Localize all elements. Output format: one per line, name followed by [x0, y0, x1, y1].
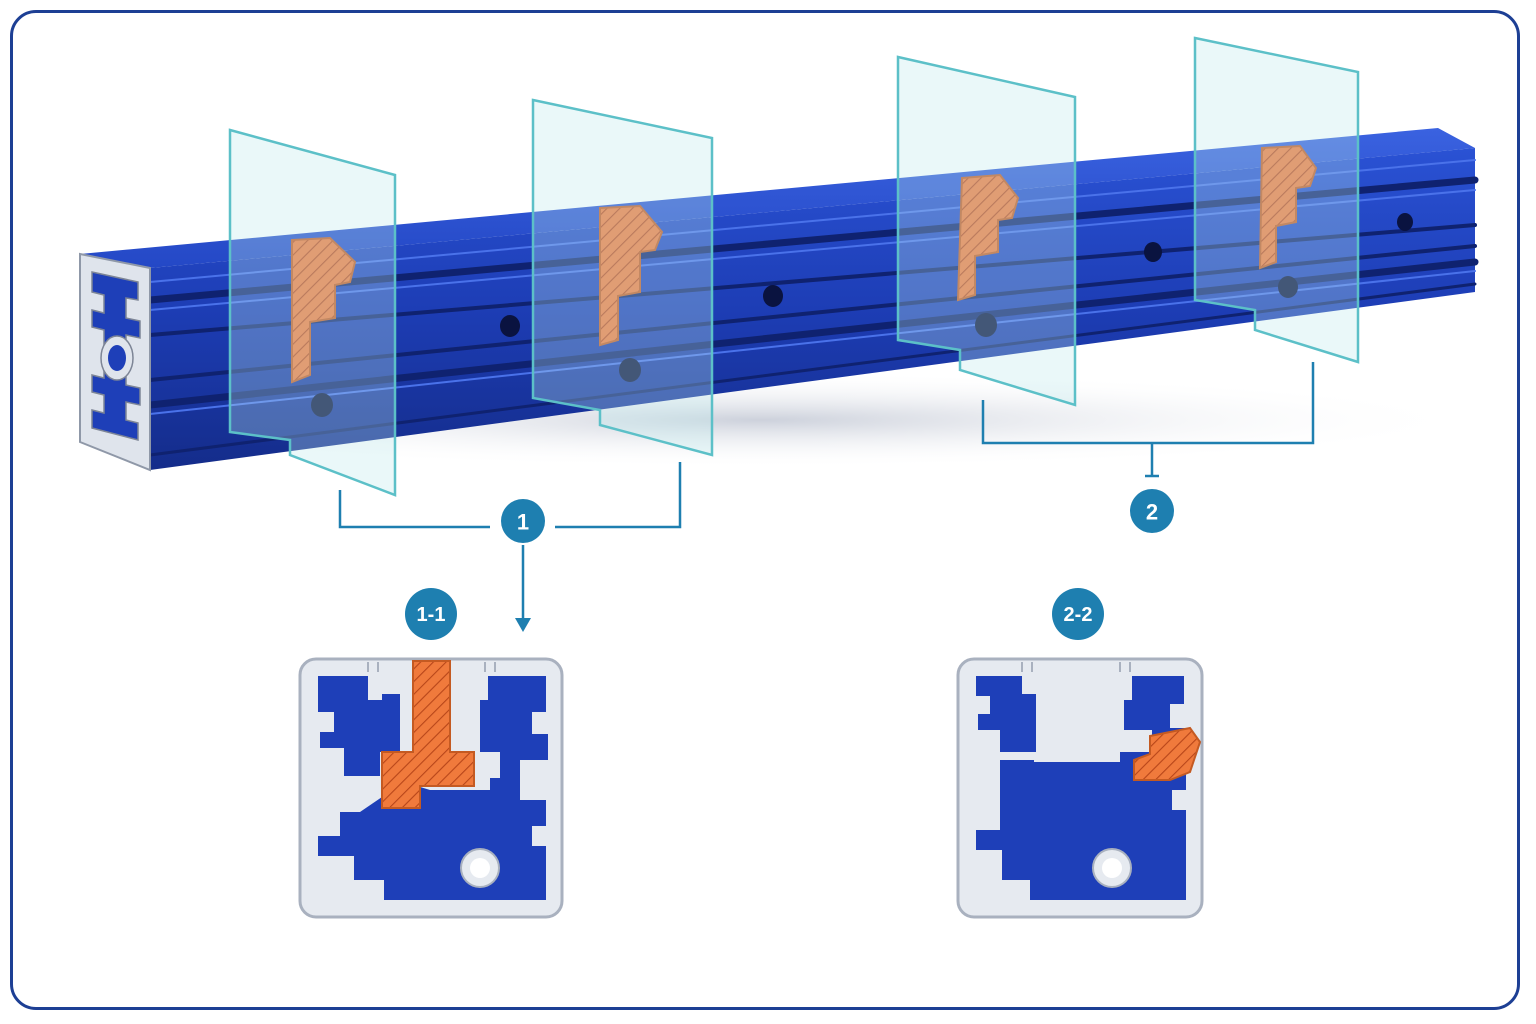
callout-bracket-1 [338, 462, 682, 618]
section-plane-a [228, 128, 397, 497]
beam-holes [311, 213, 1413, 417]
callout-badge-2: 2 [1130, 489, 1174, 533]
aluminum-profile-beam [79, 128, 1479, 472]
callout-bracket-2 [981, 362, 1315, 478]
section-2-cavity-center [976, 752, 1186, 900]
section-2-insert [1133, 726, 1202, 781]
cross-section-1-1 [298, 657, 564, 919]
insert-2 [599, 204, 664, 347]
section-2-cavity-left [976, 676, 1036, 752]
section-1-cavity-left [318, 676, 400, 776]
insert-3 [956, 173, 1020, 302]
arrow-down-icon [515, 618, 531, 632]
cross-section-2-2 [956, 657, 1204, 919]
beam-slot-grooves [146, 159, 1479, 457]
section-1-cavity-right [480, 676, 548, 778]
section-1-insert [381, 660, 475, 809]
section-plane-d [1193, 36, 1360, 364]
section-planes [228, 36, 1360, 497]
callout-badge-1-text: 1 [517, 510, 529, 535]
section-badge-1-1-text: 1-1 [417, 604, 446, 626]
beam-top-face [80, 128, 1475, 268]
section-plane-b [531, 98, 714, 457]
insert-4 [1258, 144, 1318, 270]
section-badge-2-2-text: 2-2 [1064, 604, 1093, 626]
section-badge-2-2: 2-2 [1052, 588, 1104, 640]
callout-badge-2-text: 2 [1146, 500, 1158, 525]
section-badge-1-1: 1-1 [405, 588, 457, 640]
insert-1 [291, 236, 357, 384]
orange-inserts [291, 144, 1318, 384]
beam-end-face [79, 252, 151, 472]
beam-front-face [150, 148, 1475, 470]
section-plane-c [896, 55, 1077, 407]
callout-badge-1: 1 [501, 499, 545, 543]
